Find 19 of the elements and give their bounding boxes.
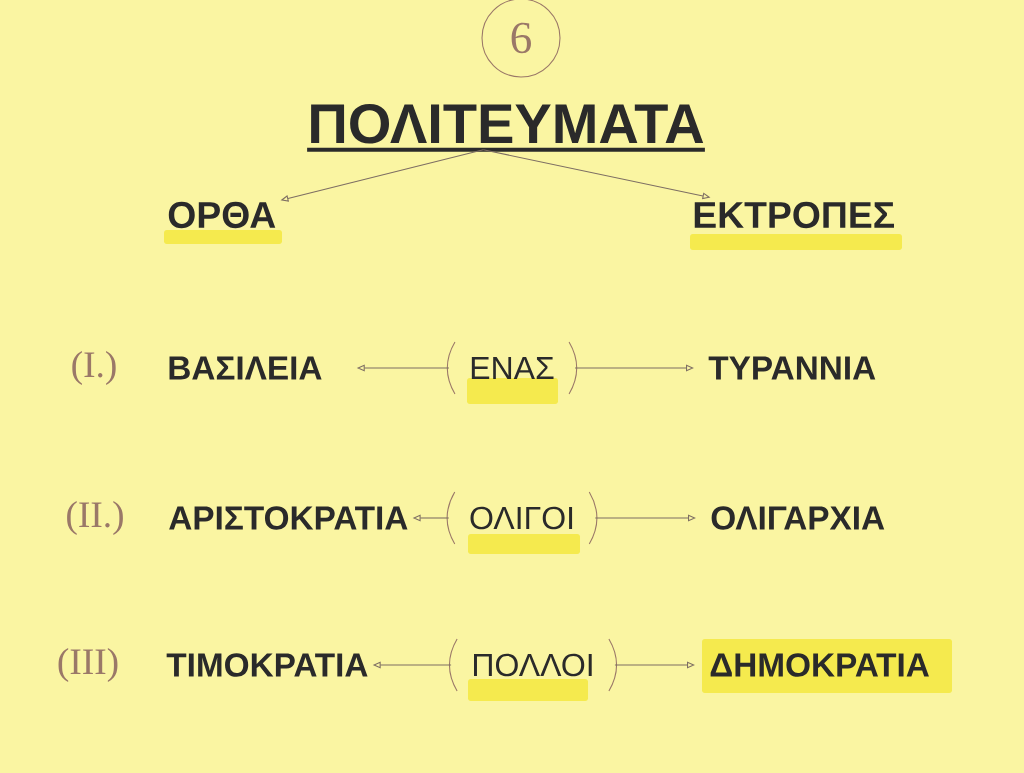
- arrow: [614, 661, 695, 669]
- term-label: ΑΡΙΣΤΟΚΡΑΤΙΑ: [169, 506, 408, 530]
- term-label: ΟΛΙΓΑΡΧΙΑ: [711, 506, 885, 530]
- arrow: [574, 364, 694, 372]
- circled-number: 6: [481, 0, 561, 78]
- arrow: [594, 514, 696, 522]
- bracketed-word: ΠΟΛΛΟΙ: [449, 638, 617, 692]
- term-label: ΤΥΡΑΝΝΙΑ: [708, 356, 876, 380]
- row-numeral: (II.): [67, 501, 123, 535]
- title-heading: ΠΟΛΙΤΕΥΜΑΤΑ: [307, 103, 705, 152]
- term-label: ΒΑΣΙΛΕΙΑ: [169, 356, 322, 380]
- bracketed-word: ΟΛΙΓΟΙ: [446, 491, 598, 545]
- term-label: ΤΙΜΟΚΡΑΤΙΑ: [166, 653, 368, 677]
- bracketed-word: ΕΝΑΣ: [446, 341, 578, 395]
- category-label: ΟΡΘΑ: [168, 201, 276, 229]
- term-label: ΔΗΜΟΚΡΑΤΙΑ: [710, 653, 929, 677]
- row-numeral: (III): [58, 648, 118, 682]
- row-numeral: (I.): [72, 351, 116, 385]
- category-label: ΕΚΤΡΟΠΕΣ: [694, 201, 894, 229]
